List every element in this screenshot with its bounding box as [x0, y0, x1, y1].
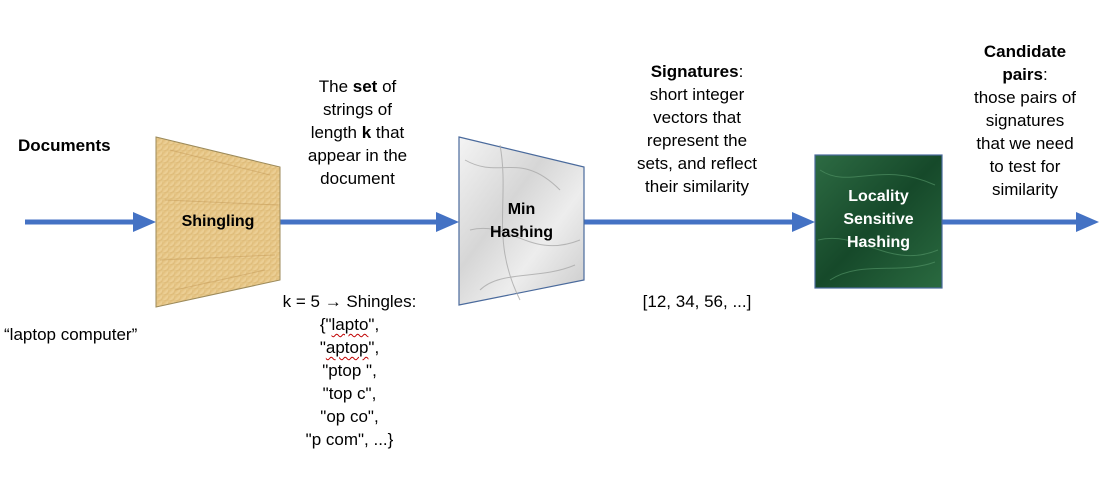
candidate-desc-title-line1: Candidate: [983, 42, 1067, 61]
shingle-example-text: ",: [368, 315, 380, 334]
shingle-desc-line2: strings of: [323, 100, 392, 119]
lsh-stage-shape: [814, 154, 943, 289]
lsh-label-line3: Hashing: [846, 234, 911, 251]
shingle-desc-line4: appear in the: [307, 146, 408, 165]
shingle-desc-line5: document: [320, 169, 395, 188]
shingling-stage-shape: [155, 136, 281, 308]
lsh-label-line2: Sensitive: [843, 211, 914, 228]
lsh-label: Locality Sensitive Hashing: [815, 185, 942, 254]
signature-desc-line2: vectors that: [653, 108, 741, 127]
shingle-desc-text: length: [310, 123, 362, 142]
signature-desc-line3: represent the: [646, 131, 748, 150]
minhash-label-line1: Min: [507, 201, 536, 218]
shingle-description: The set of strings of length k that appe…: [290, 75, 425, 190]
shingle-example-item: lapto: [331, 315, 369, 334]
example-input-text: “laptop computer”: [4, 325, 138, 344]
flow-arrow-1: [25, 212, 156, 232]
shingle-example-text: ": [319, 338, 326, 357]
shingle-example-header: k = 5 → Shingles:: [282, 292, 417, 311]
shingle-example-text: {": [319, 315, 332, 334]
flow-arrow-3: [584, 212, 815, 232]
candidate-desc-line1: those pairs of: [973, 88, 1077, 107]
minhash-label: Min Hashing: [459, 198, 584, 244]
signature-desc-line1: short integer: [649, 85, 745, 104]
shingle-example-item: aptop: [325, 338, 369, 357]
candidate-desc-title-line2: pairs: [1002, 65, 1043, 84]
signature-example: [12, 34, 56, ...]: [642, 292, 752, 311]
minhash-label-line2: Hashing: [489, 224, 554, 241]
shingle-example-text: ",: [368, 338, 380, 357]
documents-label: Documents: [18, 136, 111, 155]
shingle-example-item: "p com", ...}: [305, 430, 394, 449]
signature-desc-line4: sets, and reflect: [636, 154, 757, 173]
shingle-desc-text: of: [377, 77, 397, 96]
shingle-desc-text: that: [371, 123, 405, 142]
candidate-desc-line4: to test for: [989, 157, 1061, 176]
lsh-label-line1: Locality: [848, 188, 909, 205]
signature-description: Signatures: short integer vectors that r…: [622, 60, 772, 198]
shingle-example-item: "op co",: [320, 407, 379, 426]
signature-desc-line5: their similarity: [645, 177, 749, 196]
candidate-desc-line2: signatures: [985, 111, 1065, 130]
candidate-description: Candidate pairs: those pairs of signatur…: [955, 40, 1095, 201]
shingle-desc-bold-k: k: [361, 123, 372, 142]
signature-desc-title: Signatures: [650, 62, 739, 81]
signature-desc-colon: :: [738, 62, 744, 81]
flow-arrow-2: [280, 212, 459, 232]
shingle-desc-text: The: [318, 77, 353, 96]
candidate-desc-colon: :: [1042, 65, 1048, 84]
candidate-desc-line5: similarity: [991, 180, 1059, 199]
flow-arrow-4: [942, 212, 1099, 232]
minhash-stage-shape: [458, 136, 585, 306]
shingle-example-item: "top c",: [322, 384, 377, 403]
candidate-desc-line3: that we need: [976, 134, 1074, 153]
shingle-example: k = 5 → Shingles: {"lapto", "aptop", "pt…: [262, 290, 437, 451]
shingling-label: Shingling: [181, 213, 255, 230]
shingle-desc-bold-set: set: [352, 77, 378, 96]
shingle-example-item: "ptop ",: [322, 361, 377, 380]
